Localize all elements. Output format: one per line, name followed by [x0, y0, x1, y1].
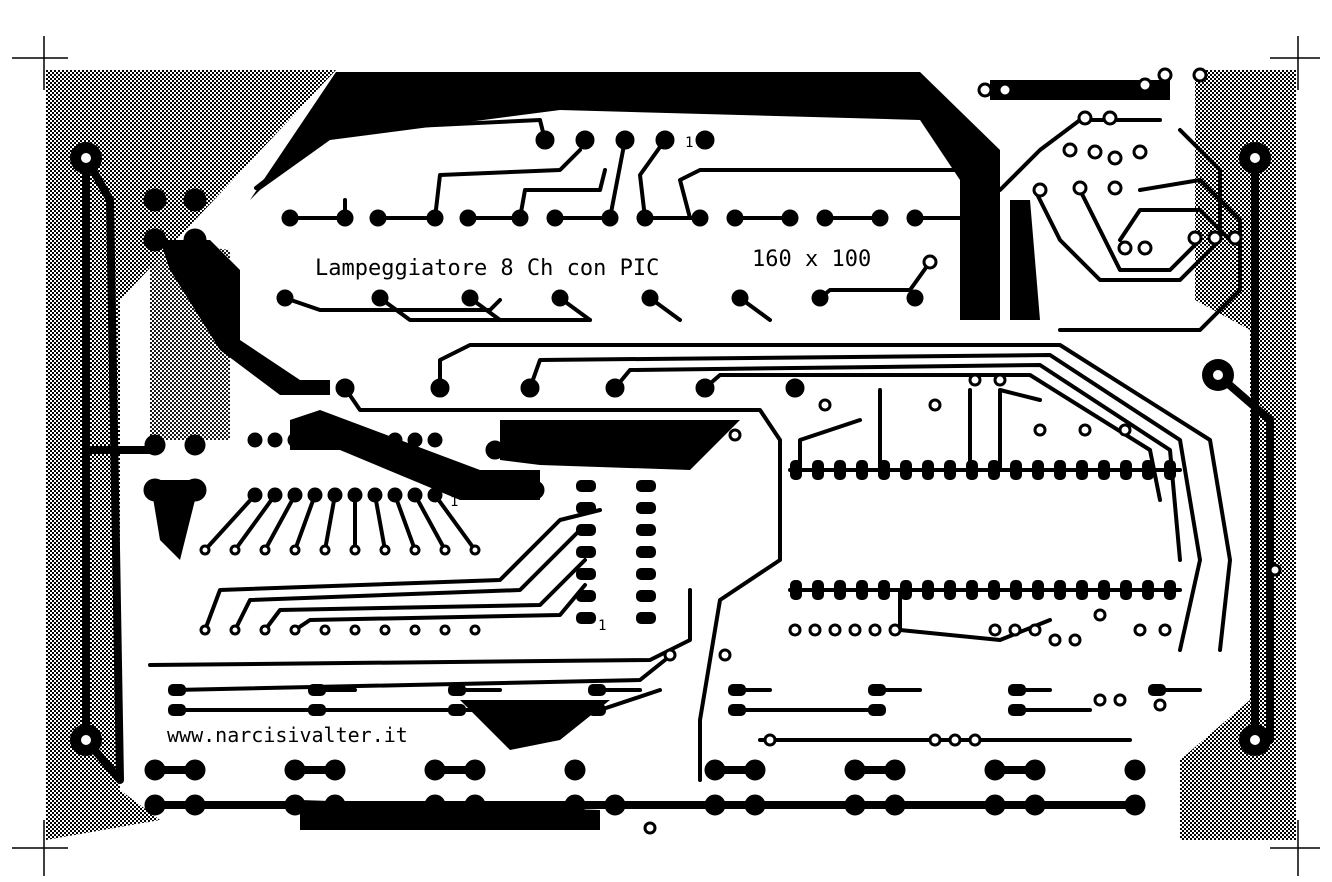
pin1-mark-left: 1 — [450, 494, 458, 510]
board-size: 160 x 100 — [752, 247, 871, 272]
signal-traces — [148, 118, 1242, 782]
board-title: Lampeggiatore 8 Ch con PIC — [315, 256, 659, 281]
copper-pours — [150, 72, 1170, 830]
pin1-mark-top: 1 — [685, 135, 693, 151]
pin1-mark-center: 1 — [598, 618, 606, 634]
website-url: www.narcisivalter.it — [167, 723, 408, 747]
pads — [70, 67, 1282, 835]
crop-marks — [12, 36, 1320, 876]
traces — [82, 154, 1274, 809]
